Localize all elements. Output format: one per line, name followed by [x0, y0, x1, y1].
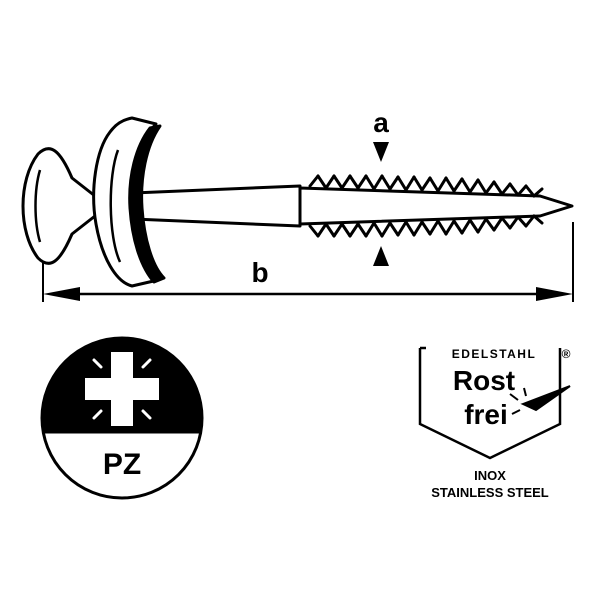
badge-spark-icon [509, 385, 571, 415]
screw-head-highlight [34, 169, 42, 243]
screw-head [21, 147, 97, 265]
badge-line2: frei [464, 399, 508, 430]
dimension-b-arrow-right [536, 287, 573, 301]
dimension-a-label: a [373, 107, 389, 138]
dimension-a: a [373, 107, 389, 266]
pozidriv-cross-icon [85, 352, 159, 426]
dimension-a-arrow-bottom [373, 246, 389, 266]
badge-line1: Rost [453, 365, 515, 396]
pz-drive-icon: PZ [40, 336, 204, 500]
badge-brand: EDELSTAHL [452, 347, 537, 361]
washer-gasket [128, 124, 166, 284]
screw [21, 116, 574, 288]
dimension-b-label: b [251, 257, 268, 288]
pz-drive-label: PZ [103, 448, 141, 481]
washer-inner [109, 149, 122, 263]
dimension-b: b [42, 222, 574, 302]
dimension-b-arrow-left [43, 287, 80, 301]
screw-threads [308, 174, 544, 238]
dimension-a-arrow-top [373, 142, 389, 162]
rostfrei-badge: EDELSTAHL ® Rost frei INOX STAINLESS STE… [418, 346, 571, 500]
badge-registered-icon: ® [562, 347, 571, 361]
pozidriv-ticks [92, 358, 152, 420]
screw-thread-core [298, 186, 574, 226]
badge-stainless: STAINLESS STEEL [431, 485, 549, 500]
badge-shield [418, 346, 562, 460]
badge-inox: INOX [474, 468, 506, 483]
